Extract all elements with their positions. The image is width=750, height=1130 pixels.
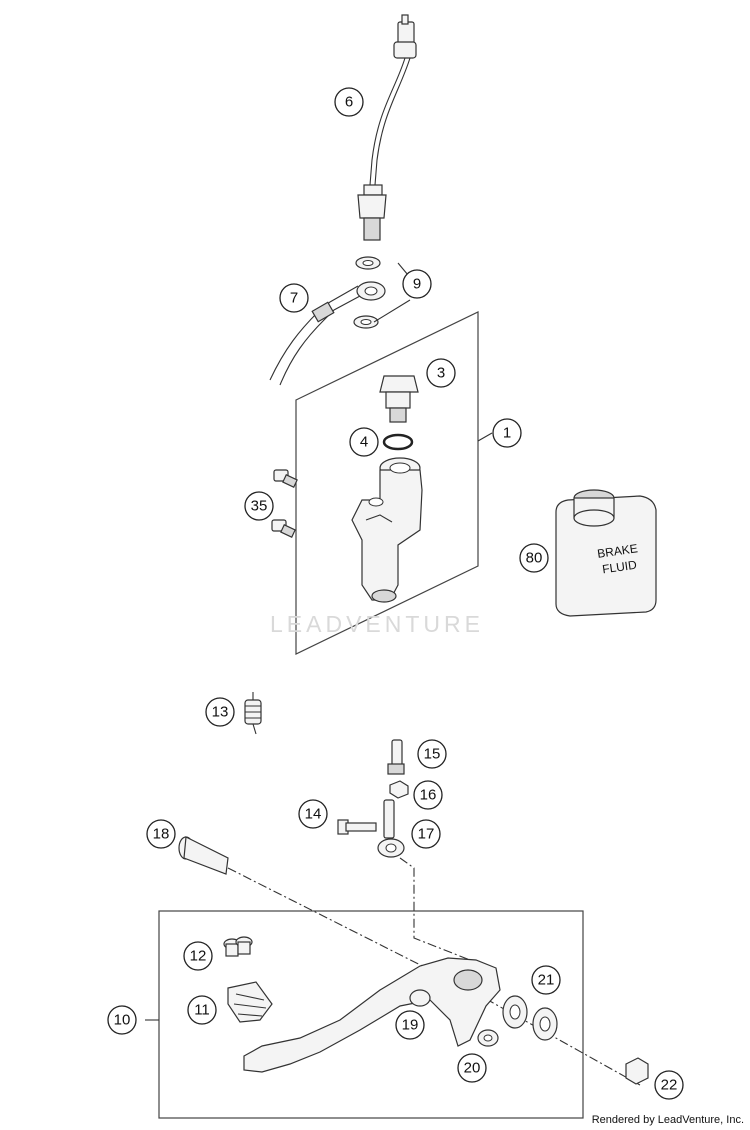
svg-text:19: 19 <box>402 1017 419 1034</box>
svg-text:18: 18 <box>153 826 170 843</box>
svg-text:21: 21 <box>538 972 555 989</box>
bushing-part <box>223 936 253 957</box>
svg-text:22: 22 <box>661 1077 678 1094</box>
callout-80: 80 <box>519 543 549 573</box>
piston-rod-part <box>377 799 405 858</box>
svg-text:15: 15 <box>424 746 441 763</box>
callout-11: 11 <box>187 995 217 1025</box>
brake-pedal-group-frame <box>158 910 584 1119</box>
svg-text:13: 13 <box>212 704 229 721</box>
master-cylinder-part <box>351 457 423 603</box>
pivot-nut-part <box>625 1057 649 1085</box>
svg-text:3: 3 <box>437 365 445 382</box>
callout-16: 16 <box>413 780 443 810</box>
callout-1: 1 <box>492 418 522 448</box>
assembly-line-rod <box>399 857 471 961</box>
svg-text:80: 80 <box>526 550 543 567</box>
brake-fluid-bottle-part: BRAKE FLUID <box>555 489 657 617</box>
callout-14: 14 <box>298 799 328 829</box>
nut-part <box>389 780 409 799</box>
assembly-line-pivot <box>227 867 641 1086</box>
bolt-part <box>337 819 377 835</box>
callout-21: 21 <box>531 965 561 995</box>
callout-3: 3 <box>426 358 456 388</box>
bottle-label-line-1: BRAKE <box>596 541 638 561</box>
callout-20: 20 <box>457 1053 487 1083</box>
svg-text:7: 7 <box>290 290 298 307</box>
pedal-step-part <box>227 981 273 1023</box>
washer-part <box>477 1029 499 1047</box>
svg-text:16: 16 <box>420 787 437 804</box>
svg-text:10: 10 <box>114 1012 131 1029</box>
callout-22: 22 <box>654 1070 684 1100</box>
sealing-washer-part <box>353 256 381 329</box>
fitting-part <box>379 375 419 423</box>
svg-text:9: 9 <box>413 276 421 293</box>
adjusting-screw-part <box>387 739 405 775</box>
callout-6: 6 <box>334 87 364 117</box>
brake-light-switch-part <box>357 14 417 241</box>
svg-text:35: 35 <box>251 498 268 515</box>
svg-text:12: 12 <box>190 948 207 965</box>
o-ring-part <box>382 433 414 451</box>
screw-part <box>271 469 298 538</box>
callout-13: 13 <box>205 697 235 727</box>
callout-7: 7 <box>279 283 309 313</box>
brake-line-part <box>269 281 386 386</box>
callout-4: 4 <box>349 427 379 457</box>
svg-text:11: 11 <box>194 1002 210 1019</box>
svg-text:17: 17 <box>418 826 435 843</box>
spring-part <box>244 692 262 735</box>
callout-12: 12 <box>183 941 213 971</box>
watermark: LEADVENTURE <box>270 611 484 637</box>
callout-17: 17 <box>411 819 441 849</box>
svg-text:1: 1 <box>503 425 511 442</box>
svg-text:14: 14 <box>305 806 322 823</box>
callout-19: 19 <box>395 1010 425 1040</box>
callout-35: 35 <box>244 491 274 521</box>
callout-18: 18 <box>146 819 176 849</box>
callout-9: 9 <box>402 269 432 299</box>
svg-text:6: 6 <box>345 94 353 111</box>
pivot-bolt-part <box>178 836 229 875</box>
render-credit: Rendered by LeadVenture, Inc. <box>591 1114 744 1126</box>
svg-text:4: 4 <box>360 434 368 451</box>
callout-10: 10 <box>107 1005 137 1035</box>
bottle-label-line-2: FLUID <box>601 558 638 577</box>
brake-pedal-part <box>243 957 501 1073</box>
bearing-part <box>502 995 558 1041</box>
callout-15: 15 <box>417 739 447 769</box>
master-cylinder-group-frame <box>295 311 479 655</box>
svg-text:20: 20 <box>464 1060 481 1077</box>
